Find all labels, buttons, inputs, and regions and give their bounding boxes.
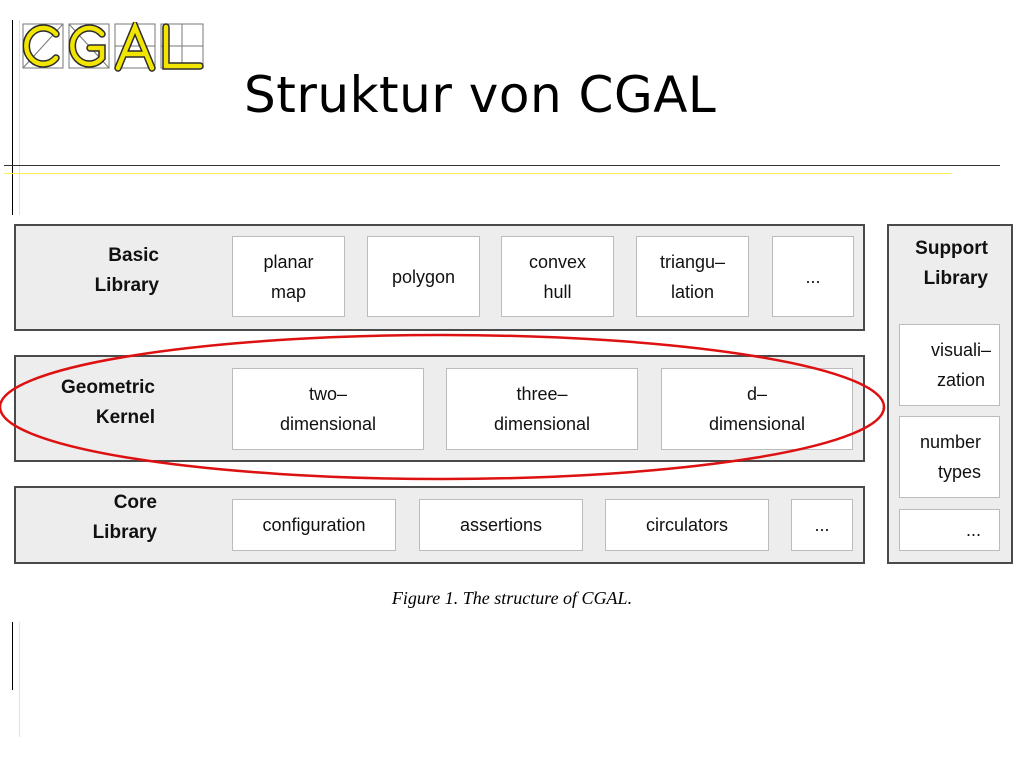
basic-more-box: ... [772, 236, 854, 317]
support-library-label: Support Library [915, 238, 988, 289]
left-rule-bottom [12, 622, 13, 690]
polygon-box: polygon [367, 236, 480, 317]
convex-hull-box: convex hull [501, 236, 614, 317]
circulators-box: circulators [605, 499, 769, 551]
basic-library-label: Basic Library [94, 245, 159, 296]
figure-caption: Figure 1. The structure of CGAL. [391, 588, 633, 608]
slide-title: Struktur von CGAL [244, 66, 717, 124]
cgal-logo [22, 22, 204, 72]
planar-map-box: planar map [232, 236, 345, 317]
triangulation-box: triangu– lation [636, 236, 749, 317]
configuration-box: configuration [232, 499, 396, 551]
left-accent-bottom [19, 622, 20, 737]
d-dimensional-box: d– dimensional [661, 368, 853, 450]
left-accent-top [19, 20, 20, 215]
visualization-box: visuali– zation [899, 324, 1000, 406]
support-more-box: ... [899, 509, 1000, 551]
geometric-kernel-label: Geometric Kernel [61, 377, 155, 428]
title-underline [4, 165, 1000, 166]
title-accent-line [4, 173, 952, 174]
core-library-label: Core Library [92, 492, 157, 543]
three-dimensional-box: three– dimensional [446, 368, 638, 450]
left-rule-top [12, 20, 13, 215]
core-more-box: ... [791, 499, 853, 551]
number-types-box: number types [899, 416, 1000, 498]
assertions-box: assertions [419, 499, 583, 551]
two-dimensional-box: two– dimensional [232, 368, 424, 450]
